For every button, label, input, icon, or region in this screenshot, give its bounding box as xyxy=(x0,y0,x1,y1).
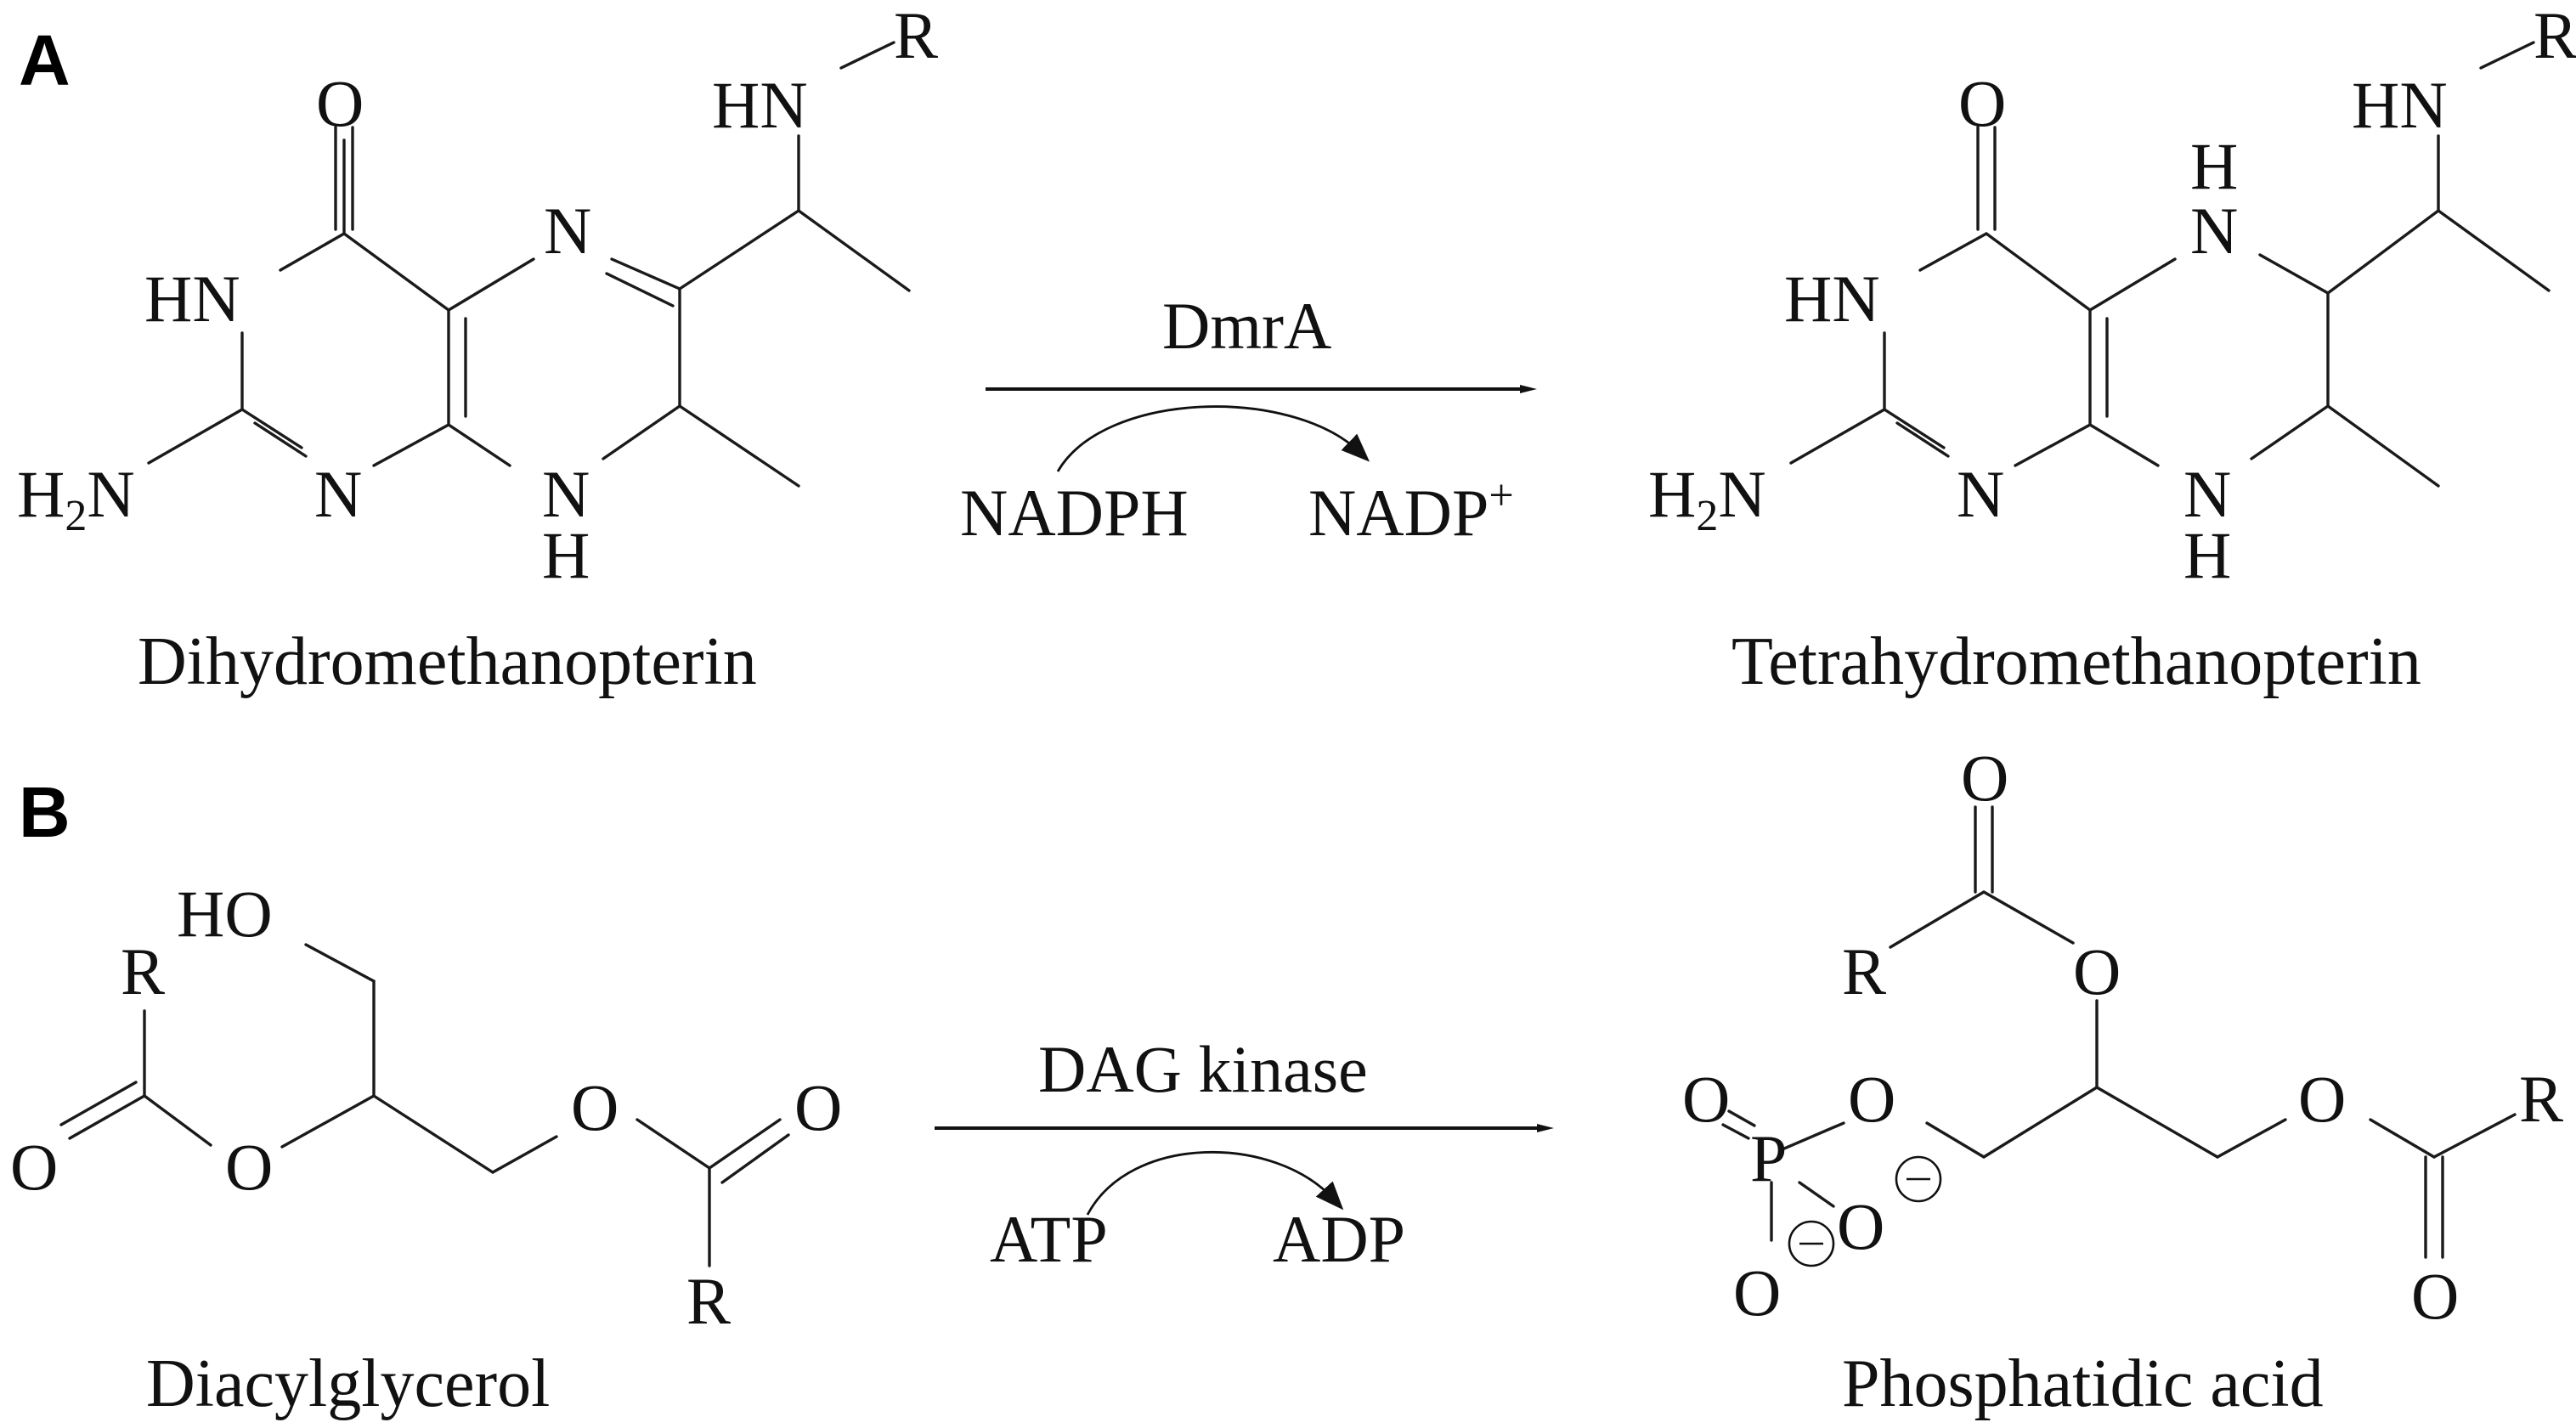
atom-o-top: O xyxy=(1961,741,2008,815)
cofactor-in: ATP xyxy=(990,1202,1108,1276)
atom-n-ring: N xyxy=(314,457,362,531)
bonds xyxy=(1721,805,2517,1259)
product-name: Tetrahydromethanopterin xyxy=(1731,624,2421,699)
atom-o-ester-right: O xyxy=(2298,1062,2346,1136)
atom-hn: HN xyxy=(1784,262,1880,336)
atom-o-minus: O xyxy=(1837,1189,1884,1263)
atom-nh: N xyxy=(2183,457,2231,531)
molecule-dihydromethanopterin: O HN H2N N N N H HN R Dihydromethanopter… xyxy=(17,0,938,699)
atom-side-hn: HN xyxy=(712,68,808,142)
cofactor-out: NADP+ xyxy=(1308,471,1514,550)
atom-o-ester-2: O xyxy=(571,1070,619,1144)
bonds xyxy=(59,943,790,1267)
atom-o-carbonyl-right: O xyxy=(2411,1259,2459,1333)
atom-ho: HO xyxy=(177,877,273,951)
atom-r2: R xyxy=(686,1264,731,1338)
product-name: Phosphatidic acid xyxy=(1842,1346,2324,1421)
atom-r1: R xyxy=(121,934,165,1008)
atom-labels: O HN H2N N H N N H HN R xyxy=(1648,0,2576,592)
molecule-diacylglycerol: HO R O O O O R Diacylglycerol xyxy=(10,877,842,1421)
reaction-arrow-a: DmrA NADPH NADP+ xyxy=(960,289,1537,550)
atom-nh-h: H xyxy=(2183,518,2231,592)
atom-o-bridge: O xyxy=(1848,1062,1895,1136)
atom-labels: HO R O O O O R xyxy=(10,877,842,1338)
atom-r: R xyxy=(2534,0,2576,72)
cofactor-curve-arrow xyxy=(1056,405,1370,472)
enzyme-label: DmrA xyxy=(1162,289,1331,363)
atom-o: O xyxy=(316,66,364,140)
atom-n-ring-2: N xyxy=(544,194,591,268)
substrate-name: Dihydromethanopterin xyxy=(138,624,757,699)
atom-o-ester-1: O xyxy=(225,1130,273,1204)
atom-nh-h: H xyxy=(542,518,590,592)
atom-n5-h: H xyxy=(2190,129,2238,203)
negative-charge-icon xyxy=(1895,1155,1942,1203)
atom-p: P xyxy=(1750,1121,1787,1195)
bonds xyxy=(147,41,911,488)
substrate-name: Diacylglycerol xyxy=(146,1346,550,1421)
atom-r-top: R xyxy=(1842,934,1886,1008)
atom-o: O xyxy=(1958,66,2006,140)
reaction-arrow-b: DAG kinase ATP ADP xyxy=(935,1032,1554,1276)
molecule-phosphatidic-acid: O R O O P O O O O R O Phosphatidic acid xyxy=(1682,741,2563,1421)
atom-o-ester-top: O xyxy=(2073,934,2121,1008)
atom-o-double: O xyxy=(1682,1062,1730,1136)
atom-labels: O HN H2N N N N H HN R xyxy=(17,0,938,592)
atom-o-carbonyl-2: O xyxy=(794,1070,842,1144)
atom-o-carbonyl-1: O xyxy=(10,1130,58,1204)
cofactor-curve-arrow xyxy=(1086,1151,1344,1216)
atom-h2n: H2N xyxy=(1648,457,1766,540)
atom-n-ring: N xyxy=(1957,457,2004,531)
bonds xyxy=(1789,41,2551,488)
atom-side-hn: HN xyxy=(2352,68,2448,142)
cofactor-in: NADPH xyxy=(960,476,1189,550)
enzyme-label: DAG kinase xyxy=(1038,1032,1368,1106)
atom-hn: HN xyxy=(144,262,240,336)
atom-labels: O R O O P O O O O R O xyxy=(1682,741,2563,1333)
panel-label-b: B xyxy=(19,772,71,852)
atom-nh: N xyxy=(542,457,590,531)
atom-h2n: H2N xyxy=(17,457,135,540)
atom-r: R xyxy=(894,0,938,72)
atom-r-right: R xyxy=(2519,1062,2563,1136)
molecule-tetrahydromethanopterin: O HN H2N N H N N H HN R Tetrahydromethan… xyxy=(1648,0,2576,699)
atom-n5: N xyxy=(2190,194,2238,268)
cofactor-out: ADP xyxy=(1273,1202,1405,1276)
atom-o-bottom: O xyxy=(1733,1256,1781,1329)
negative-charge-icon xyxy=(1788,1220,1835,1267)
panel-label-a: A xyxy=(19,20,71,100)
